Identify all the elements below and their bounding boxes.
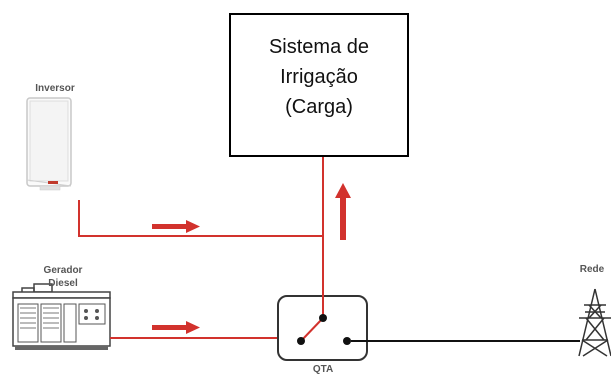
flow-arrow-inverter <box>152 220 200 233</box>
flow-arrow-generator <box>152 321 200 334</box>
inverter-label: Inversor <box>35 83 75 94</box>
transfer-switch-icon <box>277 294 368 361</box>
load-box: Sistema de Irrigação (Carga) <box>229 13 409 157</box>
generator-label-line2: Diesel <box>48 278 78 289</box>
inverter-wire <box>78 200 324 295</box>
load-title-line2: Irrigação <box>280 66 358 88</box>
load-title-line3: (Carga) <box>285 96 353 118</box>
generator-label-line1: Gerador <box>43 265 83 276</box>
diesel-generator-icon <box>12 283 111 350</box>
power-tower-icon <box>578 288 611 357</box>
inverter-icon <box>26 97 72 191</box>
grid-label: Rede <box>579 264 605 275</box>
flow-arrow-up <box>335 183 351 240</box>
load-title-line1: Sistema de <box>268 36 370 58</box>
transfer-switch-label: QTA <box>312 364 334 375</box>
